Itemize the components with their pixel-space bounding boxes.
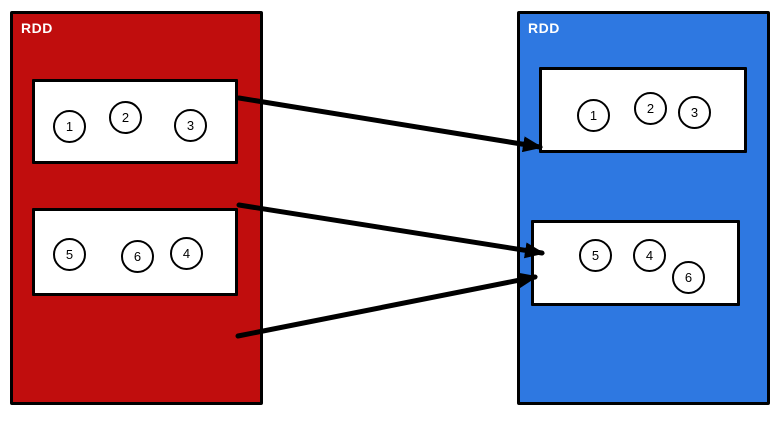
dependency-arrow-1 xyxy=(236,95,543,153)
right-partition-2: 5 4 6 xyxy=(531,220,740,306)
right-partition-1: 1 2 3 xyxy=(539,67,747,153)
dependency-arrow-3 xyxy=(235,272,538,339)
rdd-right-label: RDD xyxy=(528,20,560,36)
element-circle: 5 xyxy=(579,239,612,272)
element-circle: 2 xyxy=(109,101,142,134)
element-circle: 1 xyxy=(53,110,86,143)
element-circle: 6 xyxy=(121,240,154,273)
left-partition-2: 5 6 4 xyxy=(32,208,238,296)
element-circle: 2 xyxy=(634,92,667,125)
element-circle: 5 xyxy=(53,238,86,271)
element-circle: 4 xyxy=(633,239,666,272)
element-circle: 3 xyxy=(174,109,207,142)
rdd-left-label: RDD xyxy=(21,20,53,36)
element-circle: 3 xyxy=(678,96,711,129)
left-partition-1: 1 2 3 xyxy=(32,79,238,164)
element-circle: 1 xyxy=(577,99,610,132)
dependency-arrow-2 xyxy=(236,202,545,259)
element-circle: 4 xyxy=(170,237,203,270)
element-circle: 6 xyxy=(672,261,705,294)
